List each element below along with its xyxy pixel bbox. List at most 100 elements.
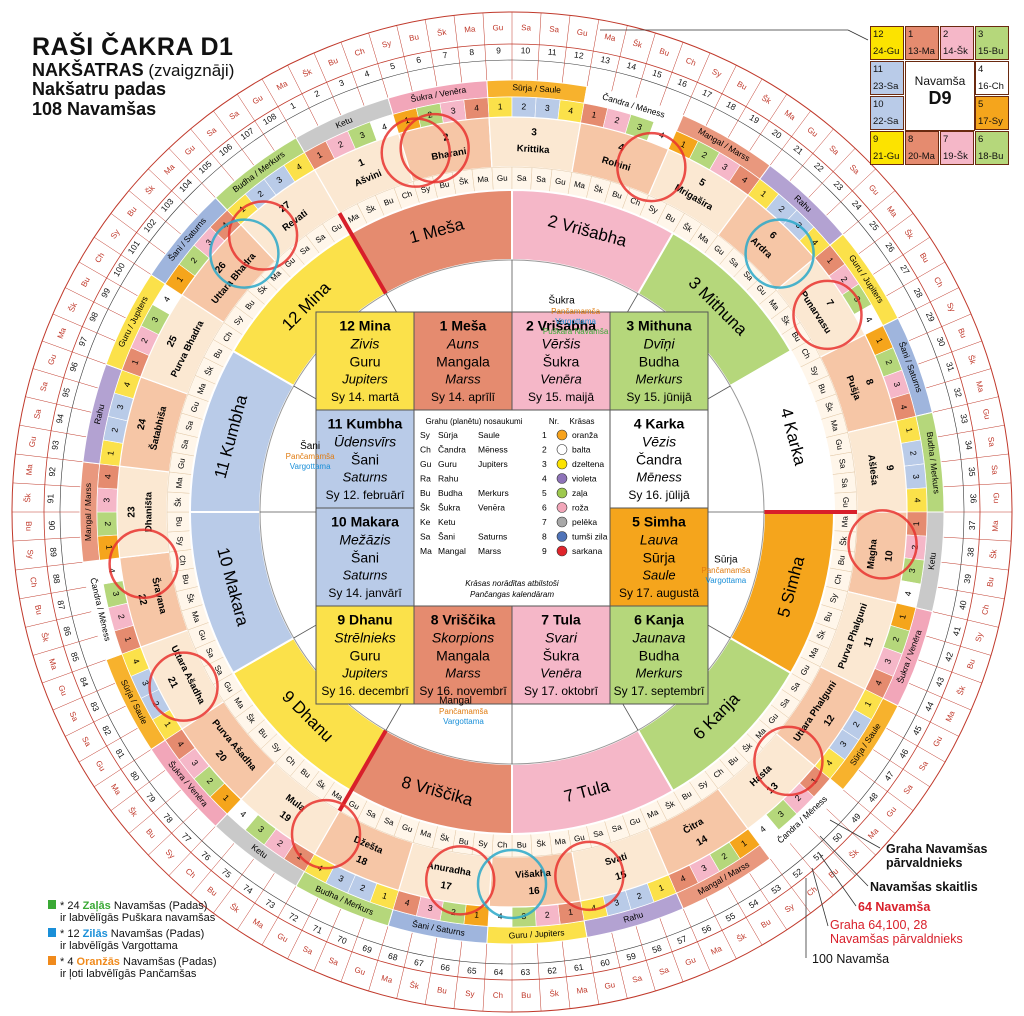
inner-sign-box xyxy=(609,409,709,509)
pada-number: 2 xyxy=(908,450,919,456)
annotation-graha-list: Graha 64,100, 28 Navamšas pārvaldnieks xyxy=(830,918,963,946)
pada-number: 2 xyxy=(275,838,285,849)
pada-number: 1 xyxy=(104,544,114,550)
navamsa-divider xyxy=(261,78,297,139)
navamsa-lord-label: Sa xyxy=(658,965,671,977)
inner-sign-planet-lv: Marss xyxy=(445,371,481,386)
navamsa-divider xyxy=(12,482,81,488)
d9-cell-sign: 8 xyxy=(908,134,914,145)
annotation-pointer xyxy=(819,835,869,887)
navamsa-number-label: 9 xyxy=(496,45,501,55)
nakshatra-number: 3 xyxy=(531,127,538,138)
inner-sign-title: 5 Simha xyxy=(632,514,686,530)
lord-abbr-label: Sa xyxy=(365,808,378,821)
navamsa-divider xyxy=(313,52,342,116)
inner-sign-date: Sy 17. septembrī xyxy=(614,684,705,698)
navamsa-lord-label: Sy xyxy=(381,39,392,50)
lord-abbr-label: Gu xyxy=(497,174,508,183)
pada-number: 1 xyxy=(123,635,134,643)
planet-legend-nr: 6 xyxy=(542,503,547,513)
pada-number: 2 xyxy=(151,699,162,708)
inner-sign-latin: Vēzis xyxy=(642,434,676,450)
lord-abbr-label: Bu xyxy=(664,212,677,225)
navamsa-lord-label: Gu xyxy=(981,408,992,420)
lord-abbr-label: Sa xyxy=(184,419,195,431)
legend-green-suffix: Navamšas (Padas) xyxy=(110,900,208,912)
pada-number: 3 xyxy=(776,808,786,819)
navamsa-number-label: 83 xyxy=(88,700,101,713)
mangal-note: Mangal xyxy=(439,696,472,707)
inner-sign-planet: Šukra xyxy=(543,354,580,370)
lord-abbr-label: Bu xyxy=(680,789,693,802)
navamsa-lord-label: Sa xyxy=(549,25,560,35)
navamsa-lord-label: Gu xyxy=(576,27,588,37)
pada-number: 4 xyxy=(381,121,389,132)
navamsa-lord-label: Gu xyxy=(56,684,68,697)
planet-legend-latvian: Mēness xyxy=(478,445,508,455)
planet-legend-abbr: Sy xyxy=(420,430,431,440)
pada-number: 2 xyxy=(109,426,120,433)
navamsa-divider xyxy=(705,65,737,127)
navamsa-number-label: 88 xyxy=(51,573,62,584)
lord-abbr-label: Sy xyxy=(478,839,488,849)
title-line-3: Nakšatru padas xyxy=(32,79,167,100)
inner-sign-box xyxy=(315,311,415,411)
navamsa-number-label: 69 xyxy=(361,943,373,956)
title-nakshatras: NAKŠATRAS xyxy=(32,60,144,80)
navamsa-number-label: 36 xyxy=(968,494,978,504)
navamsa-number-label: 58 xyxy=(651,943,663,956)
navamsa-divider xyxy=(749,872,787,930)
navamsa-divider xyxy=(789,128,834,182)
inner-sign-box xyxy=(511,311,611,411)
navamsa-number-label: 60 xyxy=(599,957,611,969)
nakshatra-number: 5 xyxy=(697,177,708,190)
lord-abbr-label: Ma xyxy=(646,807,660,820)
lord-abbr-label: Ma xyxy=(840,515,849,527)
navamsa-number-label: 86 xyxy=(61,625,73,637)
navamsa-number-label: 66 xyxy=(440,962,451,973)
pada-number: 4 xyxy=(873,678,884,687)
navamsa-lord-label: Šk xyxy=(23,492,32,503)
navamsa-lord-label: Ch xyxy=(684,56,697,68)
inner-sign-latin: Mežāzis xyxy=(339,532,390,548)
d9-cell-sign: 6 xyxy=(978,134,984,145)
navamsa-number-label: 71 xyxy=(311,923,324,936)
navamsa-lord-label: Šk xyxy=(549,989,560,999)
navamsa-lord-label: Ma xyxy=(604,32,617,43)
pada-number: 3 xyxy=(204,237,215,247)
pada-number: 2 xyxy=(910,544,920,550)
navamsa-lord-label: Bu xyxy=(965,658,977,670)
navamsa-number-label: 92 xyxy=(47,466,58,477)
navamsa-number-label: 15 xyxy=(651,67,663,80)
mangal-vargottama: Vargottama xyxy=(443,717,484,726)
lord-abbr-label: Šk xyxy=(816,628,828,641)
navamsa-divider xyxy=(453,941,463,1009)
planet-legend-sanskrit: Čandra xyxy=(438,445,466,455)
navamsa-number-label: 7 xyxy=(442,50,448,61)
planet-legend-colors-header: Krāsas xyxy=(570,417,595,426)
pada-number: 1 xyxy=(381,890,389,901)
inner-sign-planet-lv: Merkurs xyxy=(636,665,683,680)
pada-number: 1 xyxy=(657,882,665,893)
d9-cell-navamsa: 18-Bu xyxy=(978,151,1004,162)
nakshatra-name: Krittika xyxy=(516,143,550,156)
lord-abbr-label: Sa xyxy=(536,174,547,184)
navamsa-divider xyxy=(15,561,83,571)
navamsa-divider xyxy=(536,12,542,81)
lord-abbr-label: Bu xyxy=(174,517,183,527)
pada-number: 4 xyxy=(161,294,172,304)
pada-number: 3 xyxy=(613,897,620,908)
navamsa-number-label: 85 xyxy=(69,651,82,663)
lord-abbr-label: Gu xyxy=(176,458,186,470)
planet-legend-color-dot xyxy=(556,531,568,542)
navamsa-number-label: 37 xyxy=(967,520,977,530)
navamsa-divider xyxy=(749,94,787,152)
inner-sign-latin: Vēršis xyxy=(542,336,581,352)
navamsa-number-label: 89 xyxy=(48,547,59,558)
navamsa-number-label: 98 xyxy=(87,310,100,323)
